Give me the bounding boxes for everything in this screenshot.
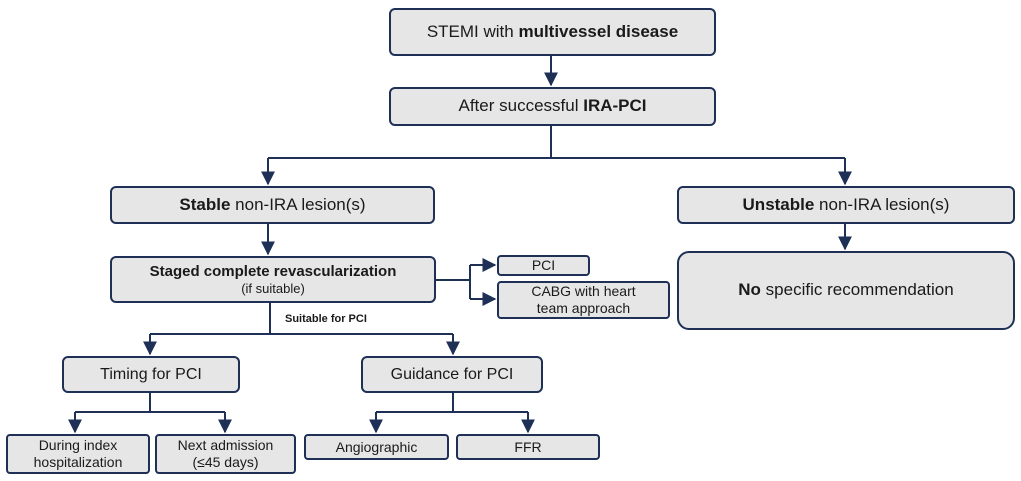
node-angiographic: Angiographic (304, 434, 449, 460)
node-stable: Stable non-IRA lesion(s) (110, 186, 435, 224)
node-no-recommendation: No specific recommendation (677, 251, 1015, 330)
node-stemi: STEMI with multivessel disease (389, 8, 716, 56)
node-after-ira-pci: After successful IRA-PCI (389, 87, 716, 126)
node-during-index: During index hospitalization (6, 434, 150, 474)
node-ffr: FFR (456, 434, 600, 460)
node-cabg: CABG with heart team approach (497, 281, 670, 319)
node-pci: PCI (497, 255, 590, 276)
edge-label-suitable: Suitable for PCI (285, 313, 367, 325)
node-staged-complete: Staged complete revascularization (if su… (110, 256, 436, 303)
node-guidance: Guidance for PCI (361, 356, 543, 393)
node-next-admission: Next admission (≤45 days) (155, 434, 296, 474)
node-timing: Timing for PCI (62, 356, 240, 393)
node-unstable: Unstable non-IRA lesion(s) (677, 186, 1015, 224)
